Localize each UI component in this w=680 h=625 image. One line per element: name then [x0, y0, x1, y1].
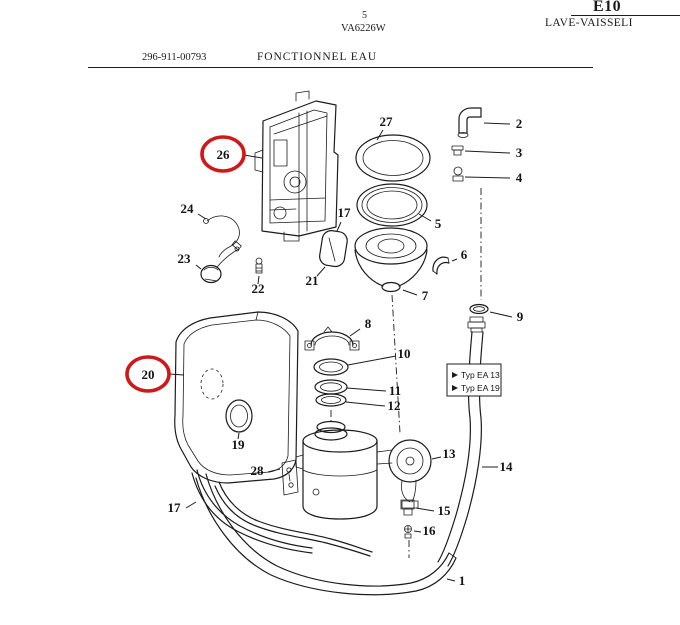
- part-8-clamp: 8: [304, 316, 372, 351]
- part-15-valve: 15: [400, 499, 452, 518]
- tank-and-pump-assembly: 13: [295, 420, 457, 520]
- part-7-funnel: 7: [354, 227, 429, 303]
- part-9-oring: 9: [469, 303, 524, 324]
- callout-19-label: 19: [232, 437, 246, 452]
- highlight-circle-26: [200, 135, 246, 173]
- part-23-sensor: 23: [178, 246, 240, 284]
- highlight-circle-20: [125, 355, 171, 393]
- part-27-ring: 27: [355, 114, 431, 182]
- callout-1-label: 1: [459, 573, 466, 588]
- callout-5-label: 5: [435, 216, 442, 231]
- callout-4-label: 4: [516, 170, 523, 185]
- doc-code-rule: [571, 15, 680, 16]
- doc-code: E10: [593, 0, 622, 15]
- callout-17a-label: 17: [338, 205, 352, 220]
- model-code: VA6226W: [341, 23, 386, 34]
- type-variant-box: Typ EA 13 Typ EA 19: [446, 363, 502, 397]
- highlight-20: 20: [125, 355, 185, 393]
- part-4-fitting: 4: [452, 166, 523, 185]
- callout-13-label: 13: [443, 446, 457, 461]
- callout-9-label: 9: [517, 309, 524, 324]
- callout-3-label: 3: [516, 145, 523, 160]
- callout-11-label: 11: [389, 383, 401, 398]
- callout-22-label: 22: [252, 281, 265, 296]
- callout-10-label: 10: [398, 346, 411, 361]
- part-reference: 296-911-00793: [142, 52, 207, 63]
- part-11-ring: 11: [314, 379, 401, 398]
- part-28-bracket: 28: [251, 459, 299, 496]
- callout-12-label: 12: [388, 398, 401, 413]
- part-2-elbow-fitting: 2: [457, 107, 523, 138]
- callout-24-label: 24: [181, 201, 195, 216]
- part-10-ring: 10: [313, 346, 411, 376]
- callout-6-label: 6: [461, 247, 468, 262]
- part-17-hoses-bottom: 17: [168, 469, 373, 557]
- callout-20-label: 20: [142, 367, 155, 382]
- highlight-26: 26: [200, 135, 263, 173]
- part-24-wire: 24: [181, 201, 242, 258]
- arrow-icon: [452, 372, 458, 378]
- callout-2-label: 2: [516, 116, 523, 131]
- part-19-seal-ring: 19: [225, 399, 253, 452]
- part-5-gasket: 5: [356, 183, 442, 231]
- page-number: 5: [362, 10, 367, 21]
- callout-7-label: 7: [422, 288, 429, 303]
- callout-14-label: 14: [500, 459, 514, 474]
- callout-17b-label: 17: [168, 500, 182, 515]
- part-3-nut: 3: [451, 145, 523, 160]
- part-16-screw: 16: [404, 523, 437, 558]
- arrow-icon: [452, 385, 458, 391]
- part-6-hose: 6: [432, 247, 468, 275]
- part-22-screw: 22: [252, 257, 265, 296]
- header-rule: [88, 67, 593, 68]
- section-title: FONCTIONNEL EAU: [257, 51, 378, 63]
- centerline-funnel-pump: [391, 294, 401, 434]
- callout-27-label: 27: [380, 114, 394, 129]
- callout-21-label: 21: [306, 273, 319, 288]
- part-1-bottom-hose: 1: [195, 473, 466, 596]
- part-12-ring: 12: [315, 393, 401, 413]
- callout-15-label: 15: [438, 503, 452, 518]
- type-line-1: Typ EA 13: [461, 370, 500, 380]
- type-line-2: Typ EA 19: [461, 383, 500, 393]
- callout-16-label: 16: [423, 523, 437, 538]
- appliance-label: LAVE-VAISSELI: [545, 17, 633, 29]
- callout-23-label: 23: [178, 251, 192, 266]
- part-17-hose-top: 17 21: [306, 205, 352, 288]
- callout-28-label: 28: [251, 463, 265, 478]
- part-14-drain-hose: 14: [437, 316, 514, 567]
- part-20-outer-door-panel: [174, 311, 299, 484]
- callout-8-label: 8: [365, 316, 372, 331]
- part-26-inner-door-assembly: [254, 90, 339, 242]
- callout-26-label: 26: [217, 147, 231, 162]
